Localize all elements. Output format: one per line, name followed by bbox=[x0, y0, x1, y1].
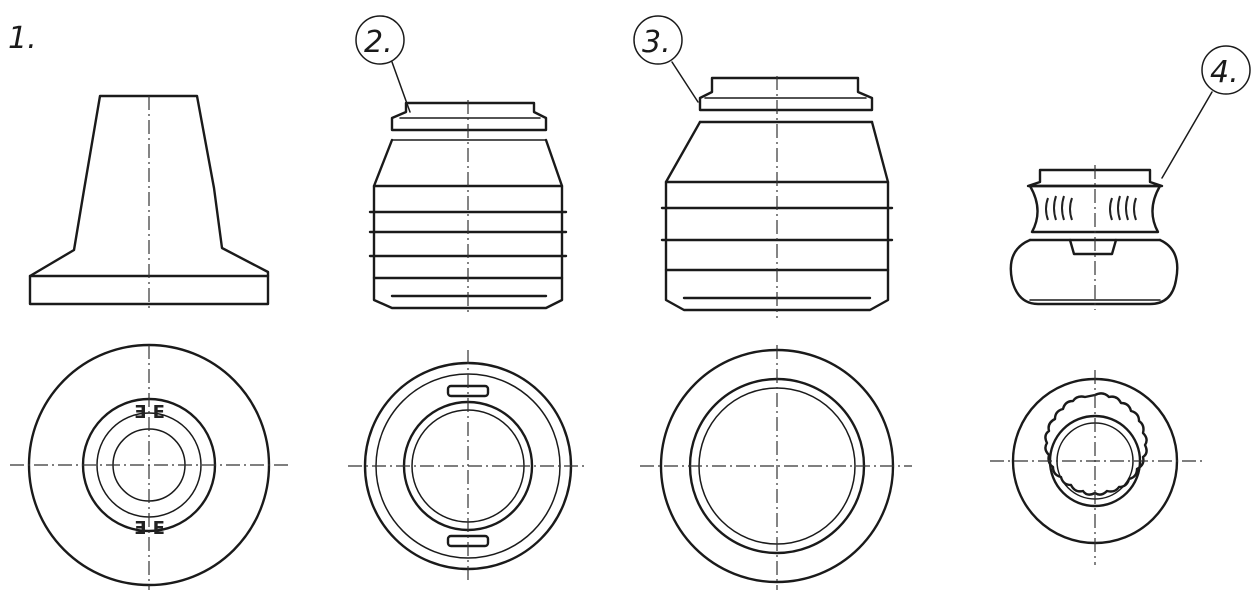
figure-3: 3. bbox=[633, 15, 912, 590]
figure-2-leader-line bbox=[391, 61, 411, 113]
figure-1: 1. Ǝ E Ǝ E bbox=[8, 21, 288, 590]
figure-4-label-circle bbox=[1201, 45, 1251, 95]
figure-3-label: 3. bbox=[642, 25, 671, 60]
figure-2-label: 2. bbox=[364, 25, 393, 60]
figure-4-elevation bbox=[1009, 165, 1179, 310]
figure-1-lower-mark: Ǝ E bbox=[134, 518, 165, 539]
figure-3-elevation bbox=[660, 76, 894, 318]
figure-1-upper-mark: Ǝ E bbox=[134, 402, 165, 423]
figure-1-label: 1. bbox=[8, 21, 37, 56]
figure-4-plan bbox=[990, 370, 1204, 565]
figure-3-label-circle bbox=[633, 15, 683, 65]
figure-4-leader-line bbox=[1161, 91, 1213, 179]
figure-2: 2. bbox=[348, 15, 585, 580]
figure-2-elevation bbox=[368, 100, 568, 315]
figure-3-plan bbox=[640, 345, 912, 590]
figure-3-leader-line bbox=[671, 61, 699, 103]
figure-4-label: 4. bbox=[1210, 55, 1239, 90]
figure-1-plan: Ǝ E Ǝ E bbox=[10, 343, 288, 590]
figure-4: 4. bbox=[990, 45, 1251, 565]
figure-2-label-circle bbox=[355, 15, 405, 65]
figure-1-elevation bbox=[28, 94, 270, 308]
figure-2-plan bbox=[348, 350, 585, 580]
